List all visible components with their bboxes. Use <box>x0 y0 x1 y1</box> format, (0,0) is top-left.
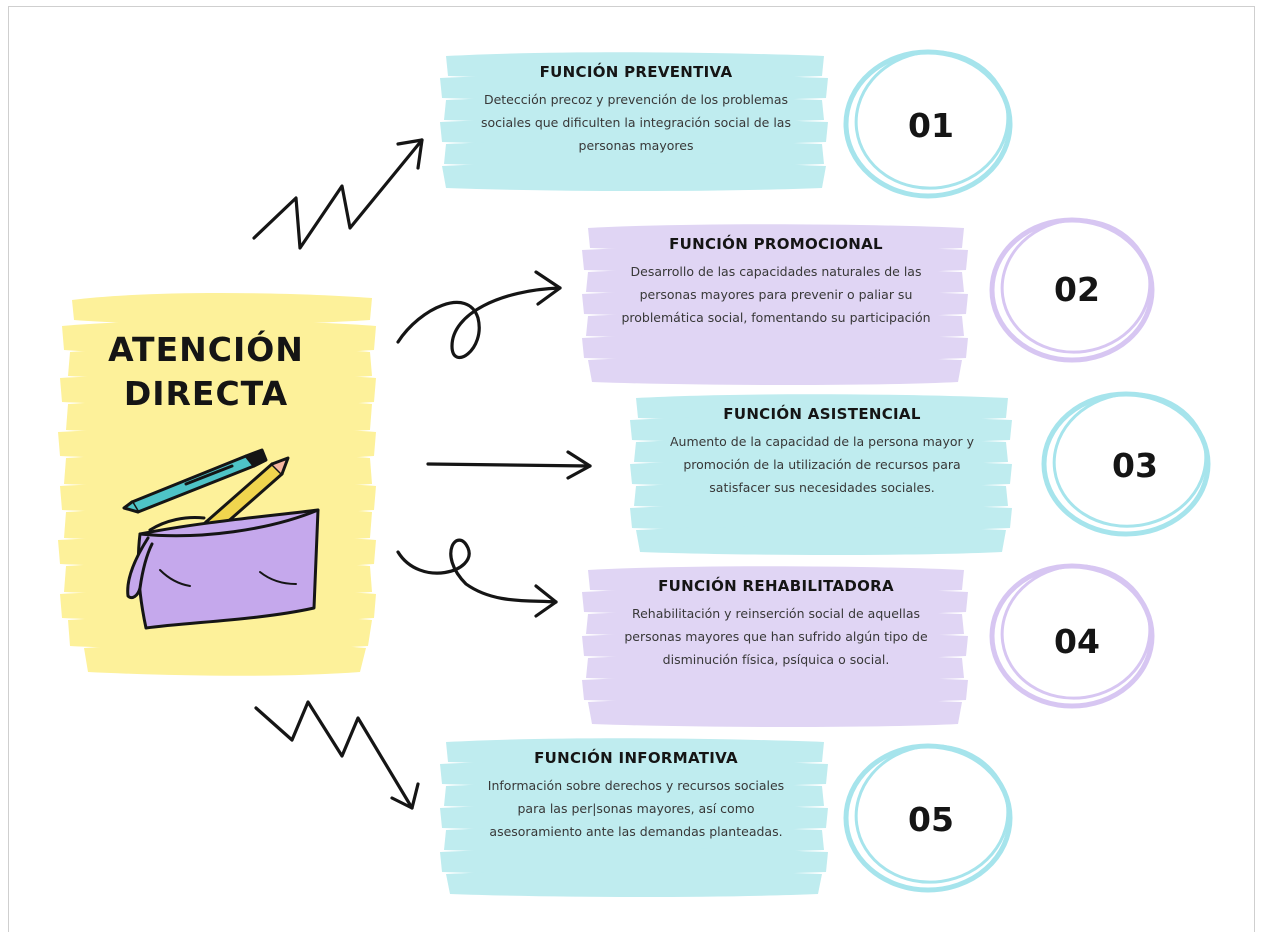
function-card-promocional: FUNCIÓN PROMOCIONAL Desarrollo de las ca… <box>592 234 960 329</box>
arrow-straight-icon <box>426 450 592 480</box>
function-number: 01 <box>908 106 954 145</box>
function-number: 03 <box>1112 446 1158 485</box>
function-number: 04 <box>1054 622 1100 661</box>
arrow-curl-down-icon <box>396 538 558 618</box>
function-title: FUNCIÓN REHABILITADORA <box>658 577 894 595</box>
function-card-preventiva: FUNCIÓN PREVENTIVA Detección precoz y pr… <box>452 62 820 157</box>
function-title: FUNCIÓN ASISTENCIAL <box>723 405 921 423</box>
pencil-case-icon <box>122 448 320 630</box>
ring-05 <box>843 743 1013 893</box>
function-number: 05 <box>908 800 954 839</box>
arrow-loop-right-icon <box>396 270 562 360</box>
function-title: FUNCIÓN PREVENTIVA <box>539 63 733 81</box>
function-title: FUNCIÓN PROMOCIONAL <box>669 235 883 253</box>
function-description: Aumento de la capacidad de la persona ma… <box>669 434 975 495</box>
ring-01 <box>843 49 1013 199</box>
card-bg-3 <box>630 394 1012 555</box>
arrow-zigzag-up-icon <box>252 138 424 250</box>
pen-icon <box>122 448 268 514</box>
function-card-informativa: FUNCIÓN INFORMATIVA Información sobre de… <box>452 748 820 843</box>
function-description: Detección precoz y prevención de los pro… <box>481 92 791 153</box>
function-card-rehabilitadora: FUNCIÓN REHABILITADORA Rehabilitación y … <box>592 576 960 671</box>
main-title-line-1: ATENCIÓN <box>108 330 304 369</box>
function-number: 02 <box>1054 270 1100 309</box>
function-description: Rehabilitación y reinserción social de a… <box>624 606 928 667</box>
arrow-zigzag-down-icon <box>254 700 420 810</box>
ring-04 <box>989 563 1155 709</box>
ring-02 <box>989 217 1155 363</box>
function-title: FUNCIÓN INFORMATIVA <box>534 749 738 767</box>
function-description: Desarrollo de las capacidades naturales … <box>621 264 931 325</box>
card-bg-4 <box>582 566 968 727</box>
card-bg-2 <box>582 224 968 385</box>
card-bg-1 <box>440 52 828 191</box>
main-title-line-2: DIRECTA <box>123 374 289 413</box>
main-title: ATENCIÓN DIRECTA <box>108 328 304 416</box>
card-bg-5 <box>440 738 828 897</box>
function-description: Información sobre derechos y recursos so… <box>487 778 785 839</box>
ring-03 <box>1041 391 1211 537</box>
function-card-asistencial: FUNCIÓN ASISTENCIAL Aumento de la capaci… <box>638 404 1006 499</box>
